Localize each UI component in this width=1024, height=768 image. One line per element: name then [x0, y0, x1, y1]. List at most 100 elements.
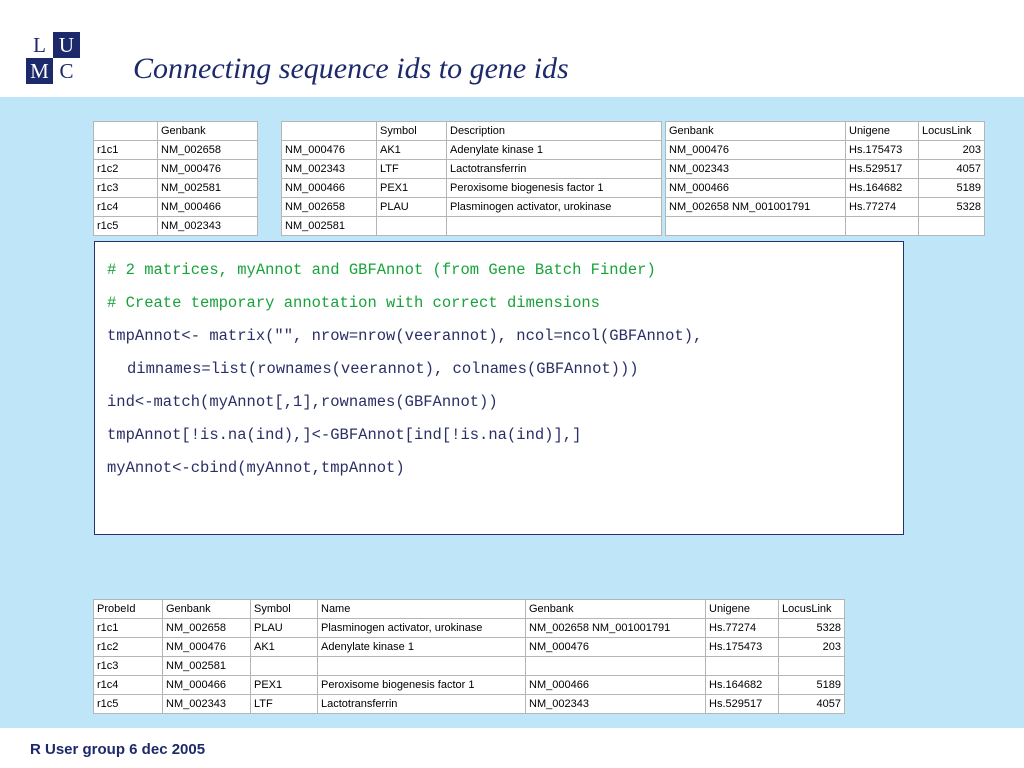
table-row: NM_002581: [281, 216, 662, 236]
logo-letter-m: M: [26, 58, 53, 84]
code-comment-line: # 2 matrices, myAnnot and GBFAnnot (from…: [107, 261, 656, 279]
table-cell: NM_002343: [525, 694, 706, 714]
table-cell: Adenylate kinase 1: [317, 637, 526, 657]
column-header: Genbank: [525, 599, 706, 619]
table-cell: NM_002658: [281, 197, 377, 217]
table-cell: Plasminogen activator, urokinase: [446, 197, 662, 217]
code-lines: # 2 matrices, myAnnot and GBFAnnot (from…: [107, 254, 891, 485]
table-cell: NM_002581: [157, 178, 258, 198]
code-line: tmpAnnot[!is.na(ind),]<-GBFAnnot[ind[!is…: [107, 426, 582, 444]
table-cell: r1c2: [93, 637, 163, 657]
column-header: Unigene: [705, 599, 779, 619]
table-cell: NM_000466: [665, 178, 846, 198]
table-cell: Hs.77274: [845, 197, 919, 217]
table-cell: r1c2: [93, 159, 158, 179]
column-header: Unigene: [845, 121, 919, 141]
code-line: tmpAnnot<- matrix("", nrow=nrow(veeranno…: [107, 327, 703, 345]
column-header: Symbol: [250, 599, 318, 619]
table-cell: [250, 656, 318, 676]
header-band: [0, 0, 1024, 97]
table-cell: PEX1: [376, 178, 447, 198]
column-header: LocusLink: [778, 599, 845, 619]
column-header: Symbol: [376, 121, 447, 141]
table-cell: AK1: [250, 637, 318, 657]
table-cell: r1c5: [93, 216, 158, 236]
column-header: ProbeId: [93, 599, 163, 619]
table-cell: r1c3: [93, 178, 158, 198]
table-cell: NM_002343: [157, 216, 258, 236]
column-header: [93, 121, 158, 141]
table-cell: NM_002343: [162, 694, 251, 714]
table-cell: Peroxisome biogenesis factor 1: [317, 675, 526, 695]
table-cell: NM_000466: [525, 675, 706, 695]
logo-letter-u: U: [53, 32, 80, 58]
table-cell: PLAU: [376, 197, 447, 217]
table-cell: [705, 656, 779, 676]
table-cell: Lactotransferrin: [317, 694, 526, 714]
code-line: dimnames=list(rownames(veerannot), colna…: [127, 360, 639, 378]
table-cell: r1c4: [93, 197, 158, 217]
lumc-logo: L U M C: [26, 32, 80, 84]
table-cell: LTF: [376, 159, 447, 179]
table-cell: NM_000476: [665, 140, 846, 160]
table-cell: Hs.164682: [845, 178, 919, 198]
table-cell: LTF: [250, 694, 318, 714]
table-cell: NM_000476: [281, 140, 377, 160]
table-cell: NM_000476: [525, 637, 706, 657]
column-header: [281, 121, 377, 141]
table-cell: Plasminogen activator, urokinase: [317, 618, 526, 638]
table-cell: NM_002343: [665, 159, 846, 179]
table-cell: [317, 656, 526, 676]
table-row: [665, 216, 985, 236]
table-cell: NM_002581: [281, 216, 377, 236]
column-header: Description: [446, 121, 662, 141]
table-cell: [665, 216, 846, 236]
table-cell: Hs.175473: [705, 637, 779, 657]
table-cell: [446, 216, 662, 236]
table-cell: NM_002658: [157, 140, 258, 160]
table-cell: r1c1: [93, 140, 158, 160]
table-cell: 4057: [918, 159, 985, 179]
table-cell: 203: [918, 140, 985, 160]
column-header: Genbank: [665, 121, 846, 141]
column-header: LocusLink: [918, 121, 985, 141]
table-cell: NM_000466: [162, 675, 251, 695]
logo-letter-l: L: [26, 32, 53, 58]
table-cell: r1c5: [93, 694, 163, 714]
table-cell: [918, 216, 985, 236]
table-cell: Peroxisome biogenesis factor 1: [446, 178, 662, 198]
table-cell: r1c4: [93, 675, 163, 695]
table-cell: 5328: [778, 618, 845, 638]
table-cell: NM_002581: [162, 656, 251, 676]
table-cell: PEX1: [250, 675, 318, 695]
table-cell: 5328: [918, 197, 985, 217]
table-cell: NM_000466: [281, 178, 377, 198]
table-cell: [845, 216, 919, 236]
table-cell: NM_002658 NM_001001791: [525, 618, 706, 638]
page-title: Connecting sequence ids to gene ids: [133, 52, 569, 85]
table-cell: Hs.164682: [705, 675, 779, 695]
table-cell: [525, 656, 706, 676]
table-cell: Hs.529517: [705, 694, 779, 714]
footer-band: [0, 728, 1024, 768]
table-cell: Hs.77274: [705, 618, 779, 638]
table-cell: NM_000466: [157, 197, 258, 217]
